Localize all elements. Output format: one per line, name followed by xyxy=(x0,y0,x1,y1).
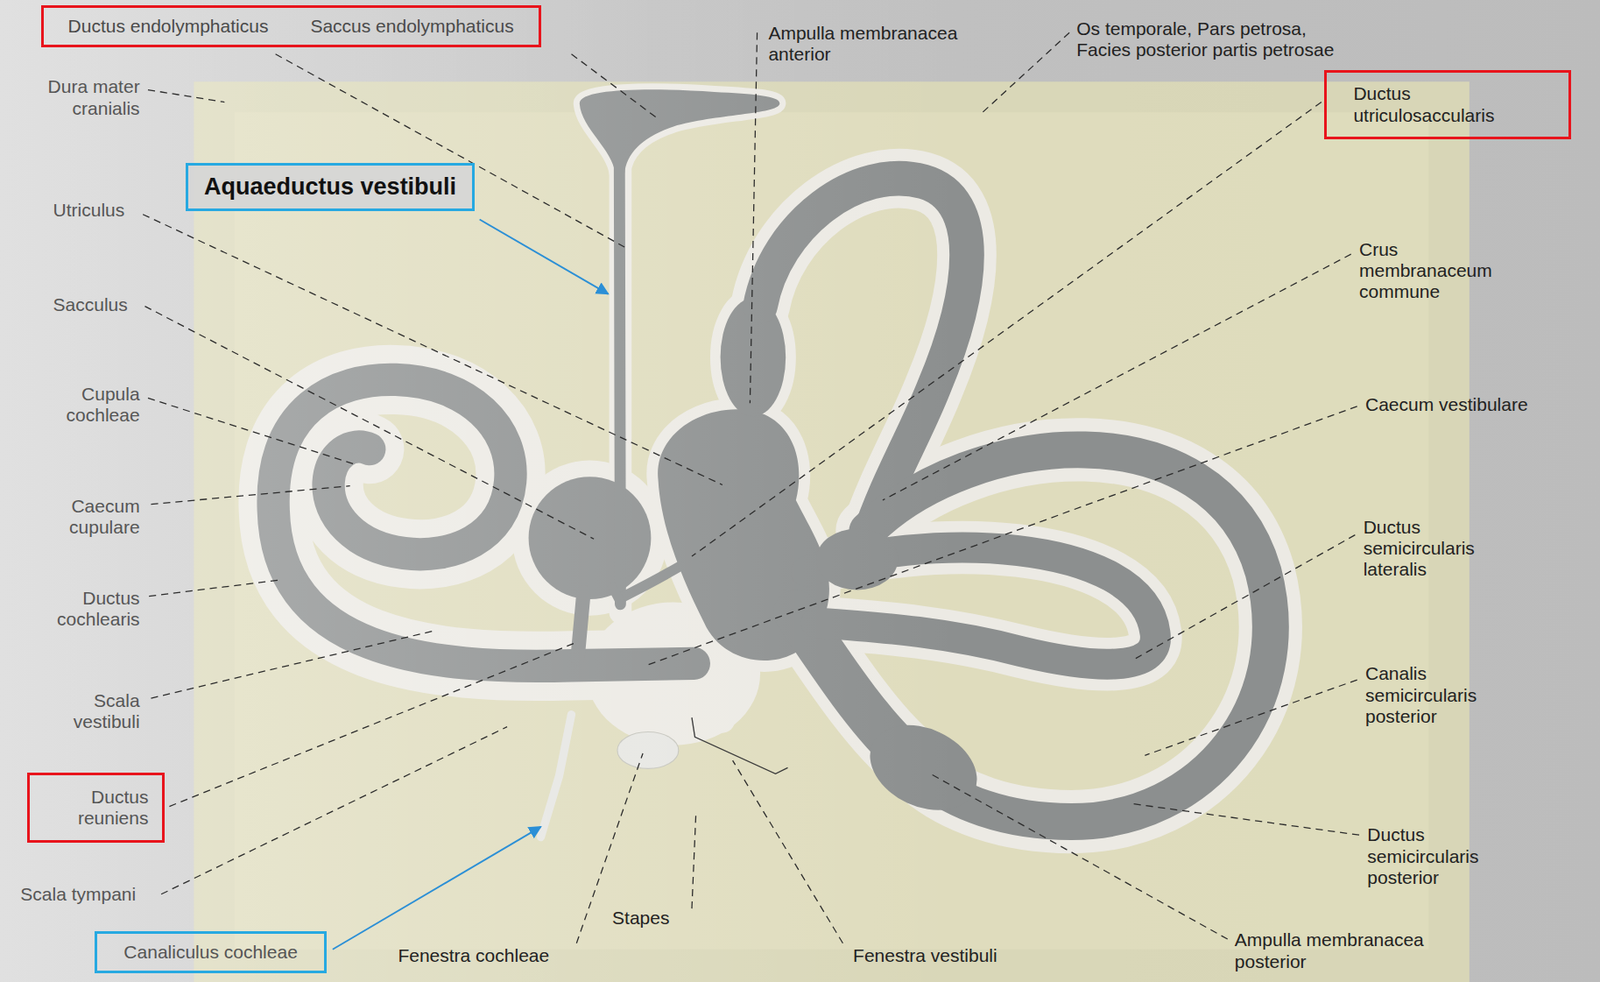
leader-line xyxy=(150,630,434,698)
structure-label: Ductus semicircularis lateralis xyxy=(1363,516,1495,580)
structure-label: Os temporale, Pars petrosa, Facies poste… xyxy=(1076,18,1348,61)
structure-label: Ductus utriculosaccularis xyxy=(1353,83,1520,126)
leader-line xyxy=(150,486,350,505)
leader-line xyxy=(646,406,1358,666)
pointer-arrow xyxy=(479,219,609,295)
leader-line xyxy=(982,32,1070,113)
structure-label: Sacculus xyxy=(53,294,128,316)
red-highlight-box: Ductus endolymphaticus Saccus endolymphat… xyxy=(41,5,542,48)
leader-line xyxy=(571,54,657,118)
leader-line xyxy=(169,642,575,806)
structure-label: Ampulla membranacea anterior xyxy=(768,22,979,65)
leader-line xyxy=(142,214,723,486)
structure-label: Ductus endolymphaticus xyxy=(68,15,269,37)
structure-label: Scala tympani xyxy=(20,883,136,905)
leader-line xyxy=(749,32,757,403)
leader-line xyxy=(275,54,625,247)
structure-label: Saccus endolymphaticus xyxy=(310,15,514,37)
leader-line xyxy=(1144,679,1357,755)
leader-line xyxy=(1129,803,1360,835)
structure-label: Canaliculus cochleae xyxy=(123,941,297,963)
structure-label: Crus membranaceum commune xyxy=(1359,239,1509,303)
structure-label: Ductus semicircularis posterior xyxy=(1367,824,1499,888)
structure-label: Ductus cochlearis xyxy=(30,587,141,630)
leader-line xyxy=(691,102,1322,557)
structure-label: Ductus reuniens xyxy=(64,786,149,829)
leader-line xyxy=(882,253,1352,501)
leader-line xyxy=(148,90,225,103)
pointer-arrow xyxy=(332,826,542,950)
leader-line xyxy=(148,397,356,465)
structure-label: Caecum vestibulare xyxy=(1365,394,1529,416)
leader-lines xyxy=(142,32,1360,943)
structure-label: Fenestra cochleae xyxy=(397,944,550,966)
structure-label: Fenestra vestibuli xyxy=(852,944,998,966)
blue-highlight-box: Canaliculus cochleae xyxy=(94,930,326,973)
structure-label: Ampulla membranacea posterior xyxy=(1234,929,1445,972)
leader-line xyxy=(928,772,1227,939)
structure-label: Cupula cochleae xyxy=(43,383,141,426)
leader-line xyxy=(161,726,508,895)
structure-label: Caecum cupulare xyxy=(43,495,141,538)
red-highlight-box: Ductus utriculosaccularis xyxy=(1324,70,1572,139)
leader-line xyxy=(148,579,282,597)
leader-line xyxy=(733,760,844,944)
structure-label: Utriculus xyxy=(53,199,126,221)
red-highlight-box: Ductus reuniens xyxy=(27,772,165,843)
leader-line xyxy=(1135,535,1356,659)
structure-label: Stapes xyxy=(612,907,670,929)
structure-label: Dura mater cranialis xyxy=(17,76,141,119)
blue-pointers xyxy=(332,219,609,950)
structure-label: Canalis semicircularis posterior xyxy=(1365,662,1497,726)
leader-line xyxy=(691,813,697,909)
structure-label: Aquaeductus vestibuli xyxy=(204,173,457,201)
structure-label: Scala vestibuli xyxy=(48,690,141,733)
blue-highlight-box: Aquaeductus vestibuli xyxy=(185,162,475,212)
leader-line xyxy=(144,306,594,540)
